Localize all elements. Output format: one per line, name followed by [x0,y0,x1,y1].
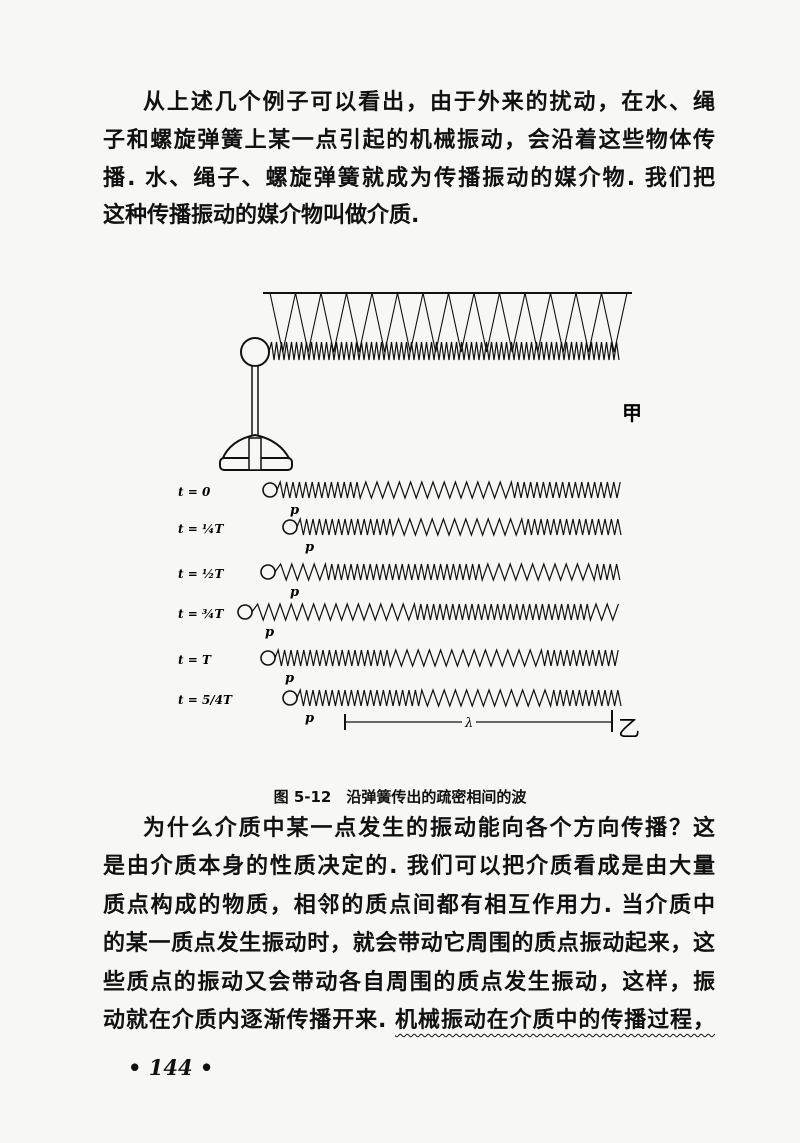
figure-label-a: 甲 [622,401,642,425]
time-label: t = ¾T [178,607,224,621]
text-line: 这种传播振动的媒介物叫做介质. [103,203,420,228]
time-label: t = T [178,653,212,667]
spring-row: t = 0 p [178,479,621,518]
spring-row: t = ¼T p [178,516,622,555]
emphasized-text: 机械振动在介质中的传播过程， [395,1008,715,1033]
ring [240,337,270,367]
spring-coil [296,516,622,538]
point-p-label: p [305,540,314,555]
spring-coil [276,479,621,501]
text-plain: 动就在介质内逐渐传播开来. [103,1008,395,1033]
figure-label-b: 乙 [618,717,640,742]
point-p-label: p [265,625,274,640]
point-p-label: p [285,671,294,686]
figure-caption: 图 5-12 沿弹簧传出的疏密相间的波 [273,788,527,806]
spring-ring [282,519,298,535]
spring-coil [296,687,622,709]
spring-coil [251,601,619,623]
text-line: 动就在介质内逐渐传播开来. 机械振动在介质中的传播过程， [103,1006,715,1036]
text-line: 播. 水、绳子、螺旋弹簧就成为传播振动的媒介物. 我们把 [103,166,715,191]
spring-ring [260,650,276,666]
page-number: • 144 • [128,1055,214,1080]
spring-row: t = 5/4T p [178,687,622,726]
handle-rod [251,365,259,439]
text-line: 从上述几个例子可以看出，由于外来的扰动，在水、绳 [143,90,715,115]
spring-coil [274,561,621,583]
time-label: t = ¼T [178,522,224,536]
spring-ring [237,604,253,620]
text-line: 质点构成的物质，相邻的质点间都有相互作用力. 当介质中 [103,893,715,918]
point-p-label: p [290,503,299,518]
text-line: 为什么介质中某一点发生的振动能向各个方向传播？这 [143,816,715,841]
time-label: t = ½T [178,567,224,581]
time-label: t = 5/4T [178,693,233,707]
handle-clamp [248,437,262,471]
wavelength-marker: λ [344,710,613,732]
spring-ring [260,564,276,580]
wavelength-label: λ [464,716,473,731]
horizontal-spring [268,341,620,361]
spring-row: t = T p [178,647,619,686]
spring-ring [262,482,278,498]
spring-row: t = ½T p [178,561,621,600]
spring-ring [282,690,298,706]
text-line: 些质点的振动又会带动各自周围的质点发生振动，这样，振 [103,970,715,995]
point-p-label: p [305,711,314,726]
time-label: t = 0 [178,485,211,499]
text-line: 子和螺旋弹簧上某一点引起的机械振动，会沿着这些物体传 [103,128,715,153]
point-p-label: p [290,585,299,600]
text-line: 的某一质点发生振动时，就会带动它周围的质点振动起来，这 [103,931,715,956]
text-line: 是由介质本身的性质决定的. 我们可以把介质看成是由大量 [103,854,715,879]
hanging-threads [269,292,628,353]
figure-a-apparatus [219,292,632,471]
spring-row: t = ¾T p [178,601,619,640]
spring-coil [274,647,619,669]
